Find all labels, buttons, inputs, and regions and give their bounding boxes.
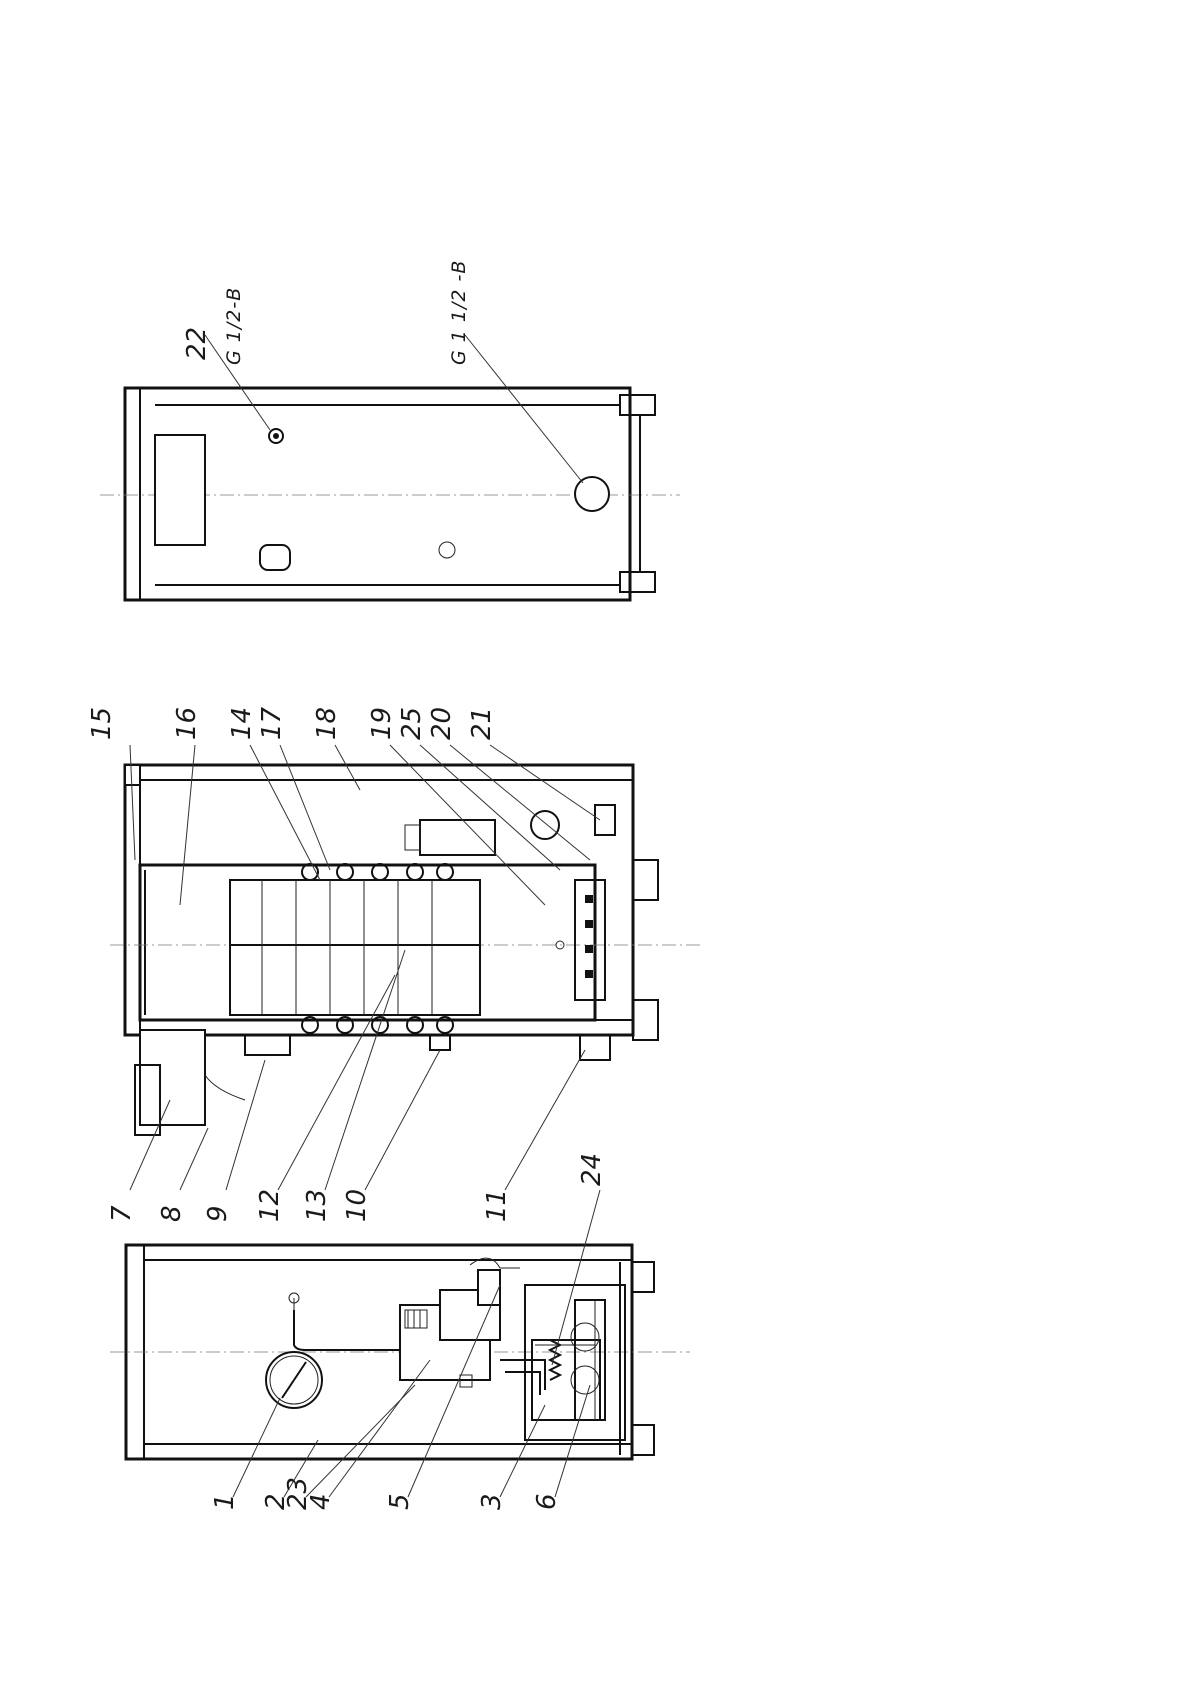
callout-17: 17 xyxy=(257,706,287,740)
rear-view xyxy=(100,334,680,602)
callout-13: 13 xyxy=(302,1189,332,1222)
callout-7: 7 xyxy=(107,1205,137,1222)
callout-6: 6 xyxy=(532,1493,562,1510)
callout-1: 1 xyxy=(210,1493,240,1510)
callout-3: 3 xyxy=(477,1493,507,1510)
callout-23: 23 xyxy=(283,1477,313,1510)
callout-24: 24 xyxy=(577,1153,607,1186)
callout-11: 11 xyxy=(482,1189,512,1222)
callout-2: 2 xyxy=(261,1493,291,1510)
callout-10: 10 xyxy=(342,1189,372,1222)
callout-labels: 1 2 23 4 5 3 6 7 8 9 12 13 10 11 24 15 1… xyxy=(87,260,607,1510)
front-view xyxy=(110,1189,690,1498)
callout-25: 25 xyxy=(397,707,427,740)
callout-21: 21 xyxy=(467,707,497,740)
callout-14: 14 xyxy=(227,707,257,740)
callout-5: 5 xyxy=(385,1493,415,1510)
callout-16: 16 xyxy=(172,707,202,740)
callout-19: 19 xyxy=(367,707,397,740)
section-view xyxy=(110,744,700,1191)
callout-8: 8 xyxy=(157,1205,187,1222)
pressure-gauge xyxy=(265,1351,323,1409)
ignition-coil xyxy=(547,1339,563,1381)
callout-9: 9 xyxy=(203,1205,233,1222)
callout-20: 20 xyxy=(427,707,457,740)
callout-12: 12 xyxy=(255,1189,285,1222)
thread-label-small: G 1/2-B xyxy=(223,287,245,365)
callout-22: 22 xyxy=(182,327,212,360)
thread-label-large: G 1 1/2 -B xyxy=(448,260,470,365)
callout-4: 4 xyxy=(306,1493,336,1510)
callout-15: 15 xyxy=(87,707,117,740)
callout-18: 18 xyxy=(312,707,342,740)
